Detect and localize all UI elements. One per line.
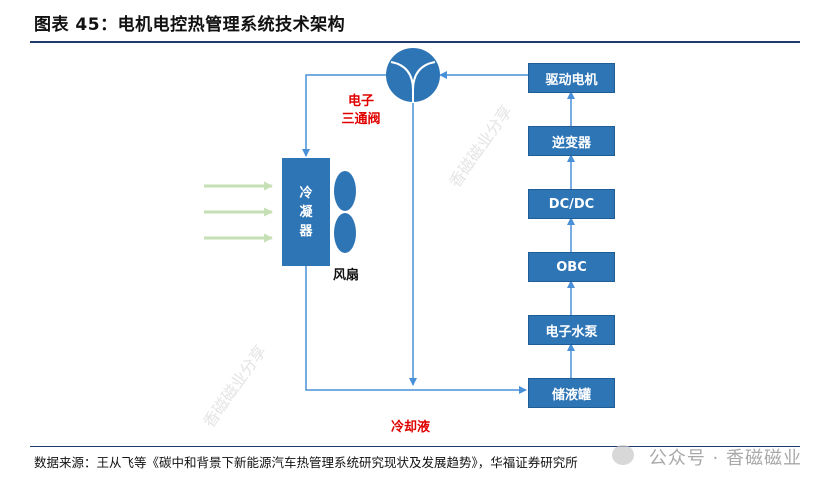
page-title: 图表 45：电机电控热管理系统技术架构 [34,15,346,35]
condenser-char: 器 [299,223,313,239]
dcdc-box: DC/DC [528,189,615,219]
drive-motor-box: 驱动电机 [528,63,615,93]
tank-box: 储液罐 [528,378,615,408]
three-way-valve-icon [386,48,440,102]
source-note: 数据来源：王从飞等《碳中和背景下新能源汽车热管理系统研究现状及发展趋势》，华福证… [34,455,578,470]
wechat-icon [612,445,634,465]
condenser-box: 冷 凝 器 [282,158,330,266]
coolant-label: 冷却液 [391,420,431,435]
water-pump-box: 电子水泵 [528,315,615,345]
arrow-valve-to-condenser [302,74,386,157]
valve-label-line1: 电子 [347,94,374,109]
title-divider [30,41,800,43]
fan-label: 风扇 [333,268,360,283]
condenser-char: 冷 [299,185,313,201]
obc-box: OBC [528,252,615,282]
valve-label: 电子 三通阀 [332,93,390,129]
footer-divider [30,446,800,447]
arrow-condenser-to-tank [305,266,527,394]
condenser-char: 凝 [299,204,313,220]
fan-icon [334,171,356,253]
valve-label-line2: 三通阀 [341,112,381,127]
inverter-box: 逆变器 [528,126,615,156]
brand-watermark: 公众号 · 香磁磁业 [648,448,802,469]
